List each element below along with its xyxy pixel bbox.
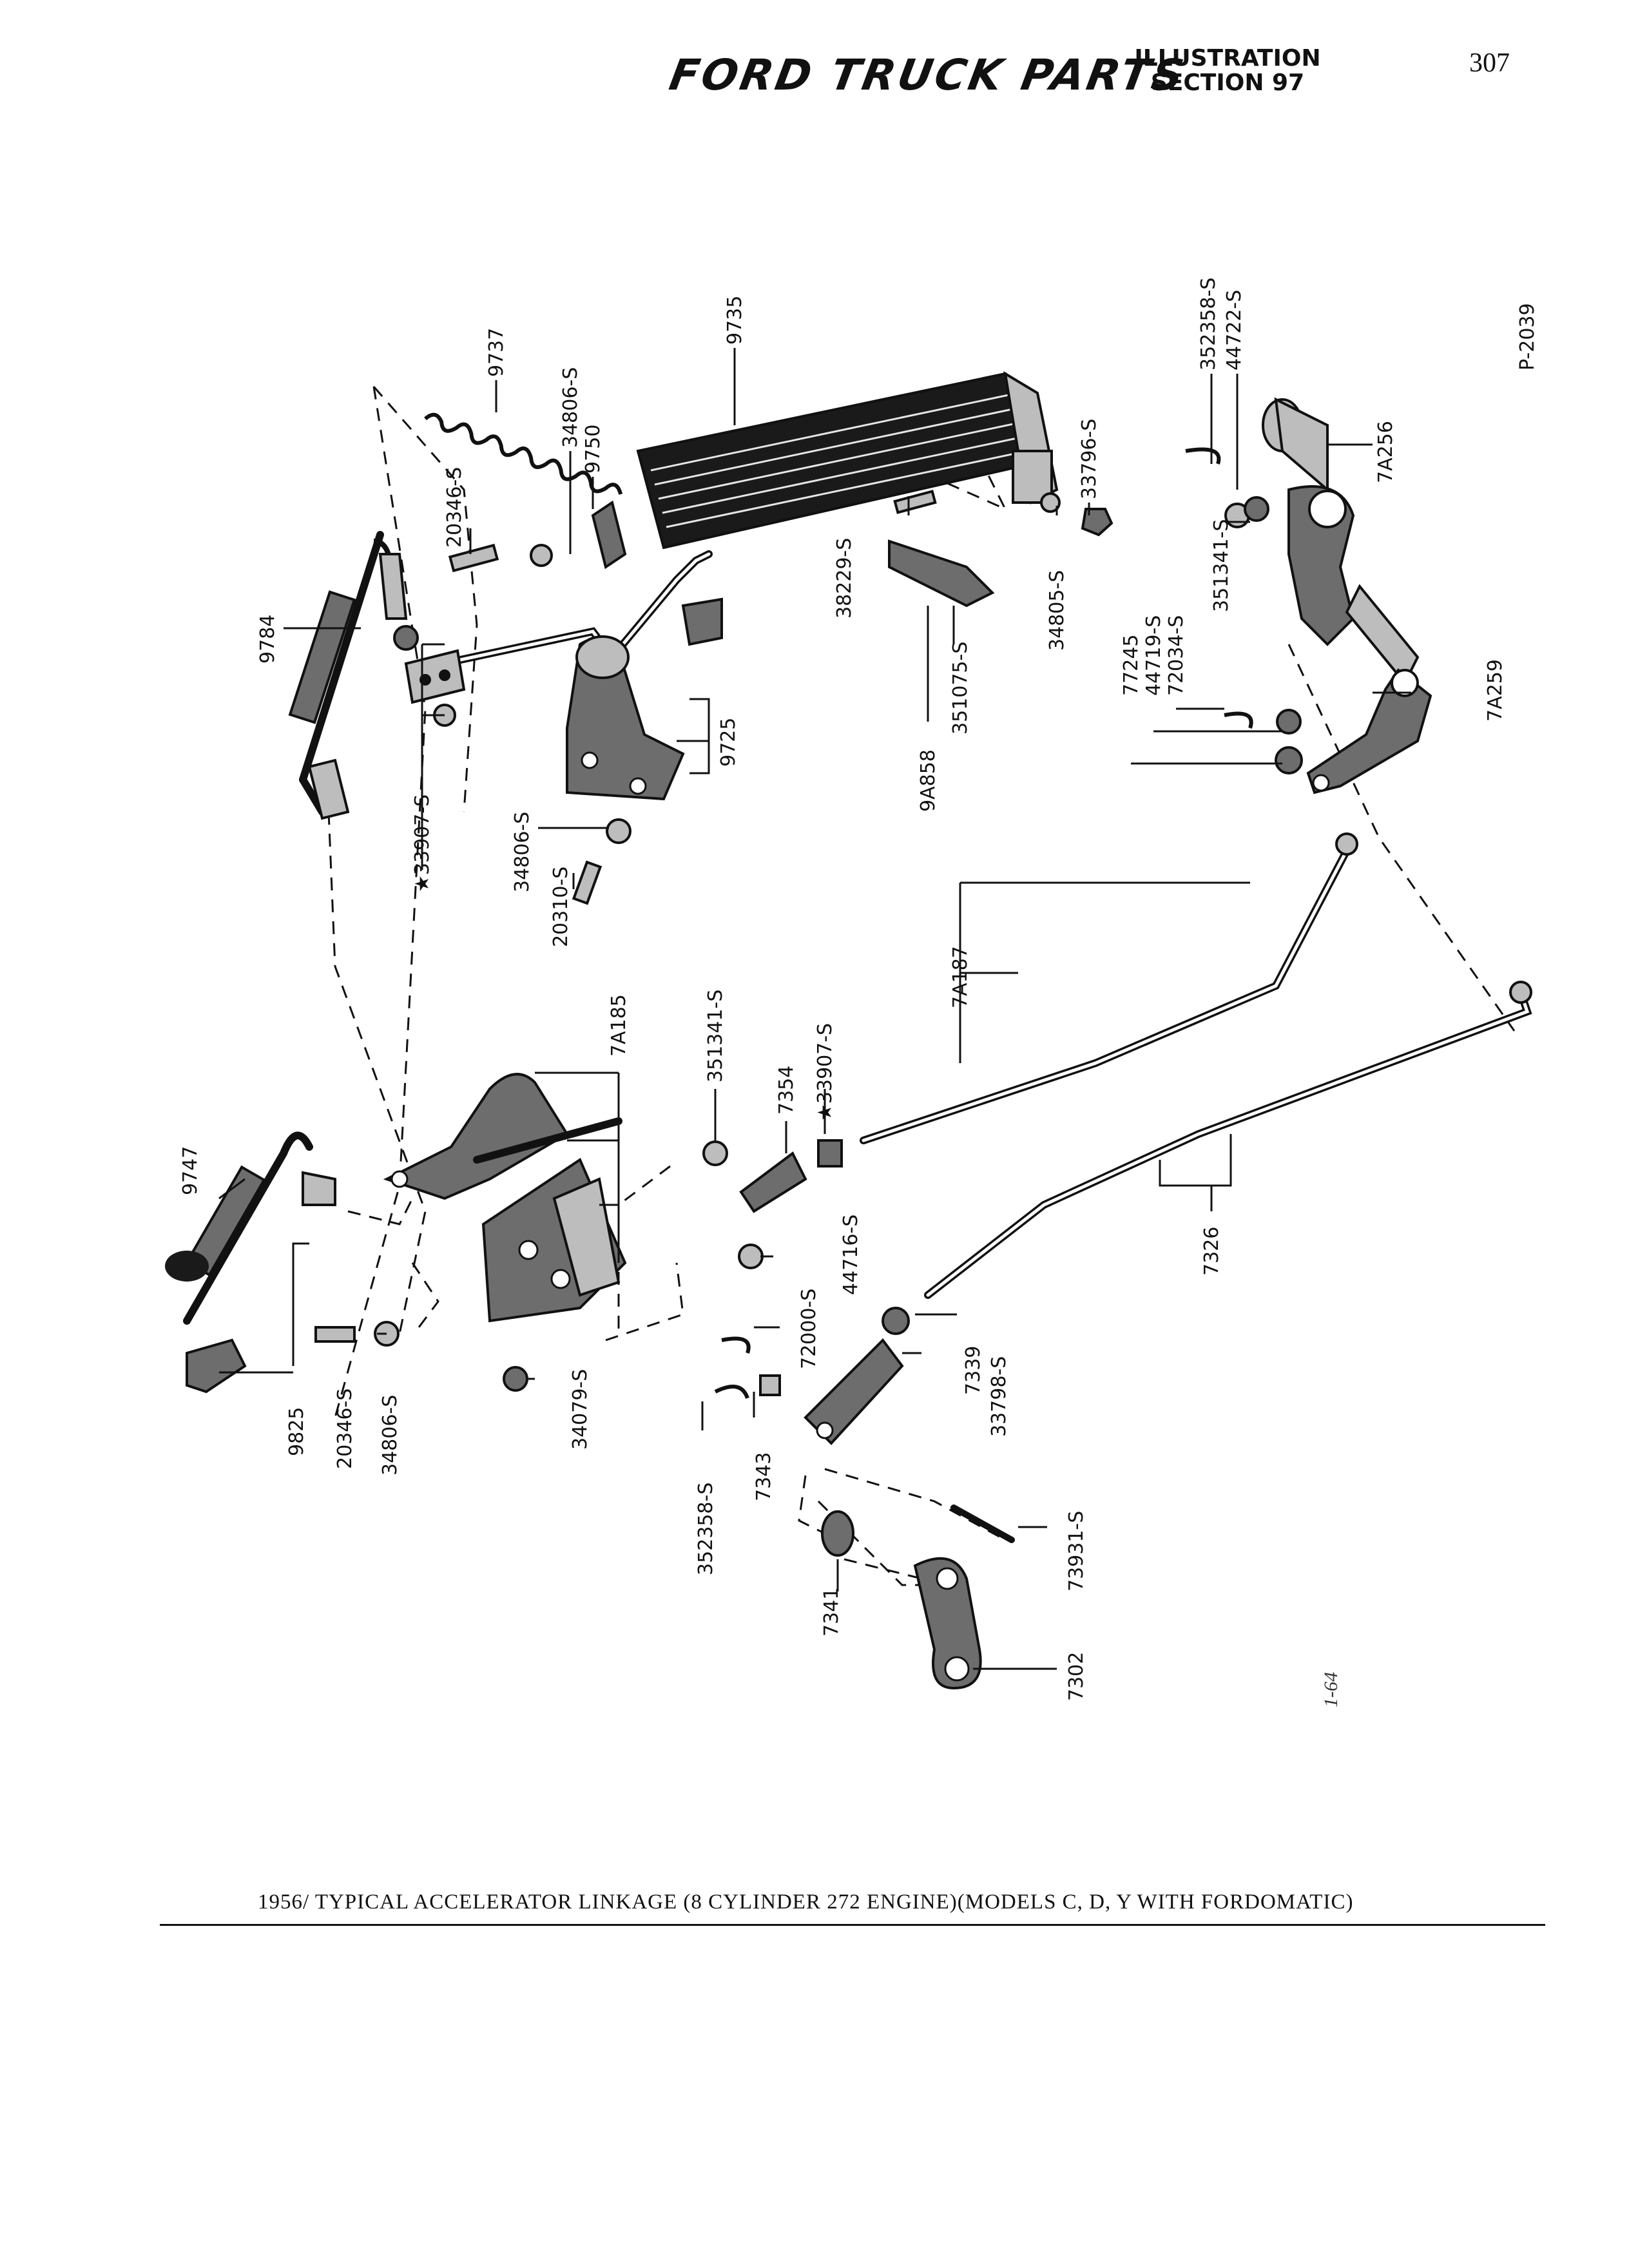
label-72000s: 72000-S (798, 1289, 820, 1369)
section-line-1: ILLUSTRATION (1134, 45, 1321, 72)
label-33907s-mid: ★33907-S (814, 1023, 836, 1121)
label-9735: 9735 (724, 296, 746, 345)
label-9825: 9825 (285, 1407, 308, 1456)
label-9747: 9747 (179, 1146, 202, 1195)
label-20346s-bottom: 20346-S (334, 1389, 356, 1469)
rod-9747 (165, 1131, 336, 1325)
label-7302: 7302 (1065, 1652, 1088, 1701)
pedal-shaft-bracket-9725 (404, 550, 723, 801)
bell-crank-7a256 (1262, 397, 1355, 646)
plate-number: P-2039 (1516, 303, 1539, 370)
section-line-2: SECTION 97 (1150, 70, 1305, 96)
label-7343: 7343 (753, 1452, 775, 1501)
label-9784: 9784 (256, 615, 279, 664)
label-352358s-top: 352358-S (1197, 278, 1220, 370)
label-7a185: 7A185 (608, 994, 630, 1057)
accelerator-pedal-9735 (636, 371, 1059, 550)
dashed-assembly-lines (327, 386, 1516, 1586)
label-20346s-top: 20346-S (443, 467, 466, 548)
label-352358s-bottom: 352358-S (695, 1483, 717, 1575)
adjustable-rod-9784 (288, 531, 408, 820)
label-34806s-mid: 34806-S (511, 812, 534, 892)
label-351341s-mid: 351341-S (704, 990, 727, 1082)
label-34805s: 34805-S (1046, 570, 1068, 651)
return-spring-9737 (424, 412, 623, 495)
label-7a259: 7A259 (1484, 659, 1507, 722)
label-7a256: 7A256 (1374, 421, 1397, 483)
caption-rule (160, 1924, 1545, 1926)
label-33798s: 33798-S (988, 1356, 1010, 1437)
label-7326: 7326 (1200, 1227, 1223, 1276)
label-7341: 7341 (820, 1588, 843, 1637)
section-heading: ILLUSTRATION SECTION 97 (1121, 46, 1334, 95)
label-34806s-top: 34806-S (559, 367, 582, 448)
label-38229s: 38229-S (833, 538, 856, 619)
label-44719s: 44719-S (1142, 615, 1165, 696)
label-33796s: 33796-S (1078, 419, 1101, 499)
label-9750: 9750 (582, 425, 604, 474)
label-351341s-right: 351341-S (1210, 519, 1233, 612)
small-hardware (186, 447, 1303, 1690)
stamp-mark: 1-64 (1320, 1672, 1342, 1707)
label-9a858: 9A858 (917, 749, 940, 812)
figure-caption: 1956/ TYPICAL ACCELERATOR LINKAGE (8 CYL… (258, 1890, 1354, 1914)
label-9725: 9725 (717, 718, 740, 767)
label-34079s: 34079-S (569, 1369, 592, 1450)
label-72034s: 72034-S (1165, 615, 1188, 696)
label-7354: 7354 (775, 1066, 798, 1115)
bell-crank-7a259 (1306, 584, 1432, 794)
label-351075s: 351075-S (949, 642, 972, 735)
label-34806s-bottom: 34806-S (379, 1395, 401, 1475)
label-73931s: 73931-S (1065, 1511, 1088, 1591)
page-number: 307 (1469, 48, 1510, 78)
rod-7a187 (860, 832, 1358, 1144)
label-9737: 9737 (485, 328, 508, 377)
label-77245: 77245 (1120, 635, 1142, 696)
label-7a187: 7A187 (949, 946, 972, 1008)
label-20310s: 20310-S (550, 867, 572, 947)
rod-7326 (924, 981, 1532, 1299)
throttle-shaft-assembly-7a185 (383, 1073, 627, 1323)
label-7339: 7339 (962, 1346, 985, 1395)
part-labels: 352358-S 44722-S 7A256 351341-S 7A259 77… (179, 278, 1539, 1707)
leader-lines (218, 348, 1411, 1670)
label-33907s-left: ★33907-S (411, 794, 434, 892)
label-44722s: 44722-S (1223, 290, 1246, 370)
label-44716s: 44716-S (840, 1215, 862, 1295)
